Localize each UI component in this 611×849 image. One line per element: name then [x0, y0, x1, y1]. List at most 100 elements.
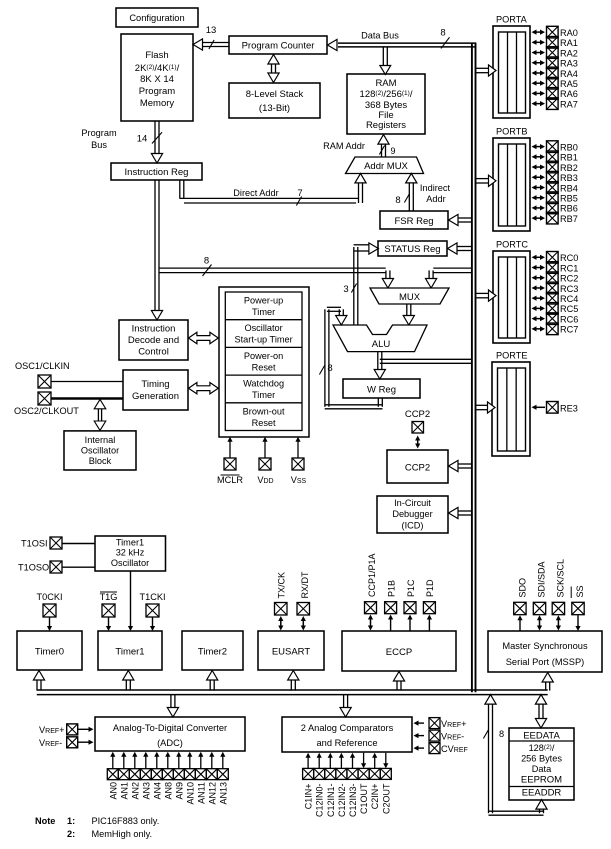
svg-text:Decode and: Decode and	[128, 335, 179, 346]
svg-text:P1C: P1C	[406, 579, 416, 597]
svg-text:RB7: RB7	[560, 214, 578, 224]
svg-text:RC3: RC3	[560, 284, 578, 294]
svg-text:Timer1: Timer1	[116, 538, 144, 548]
svg-text:Reset: Reset	[252, 362, 276, 372]
svg-text:Program Counter: Program Counter	[242, 41, 315, 52]
svg-text:256 Bytes: 256 Bytes	[521, 754, 562, 764]
svg-text:VSS: VSS	[291, 475, 307, 485]
svg-text:2:: 2:	[67, 829, 75, 839]
svg-text:EUSART: EUSART	[272, 647, 311, 658]
svg-text:32 kHz: 32 kHz	[116, 548, 145, 558]
svg-text:Oscillator: Oscillator	[111, 558, 149, 568]
svg-text:RAM: RAM	[375, 78, 396, 89]
svg-text:ECCP: ECCP	[386, 647, 412, 658]
svg-text:MCLR: MCLR	[217, 475, 243, 485]
svg-text:Memory: Memory	[140, 98, 175, 109]
svg-text:VREF+: VREF+	[39, 725, 65, 735]
svg-text:(ICD): (ICD)	[402, 521, 424, 531]
svg-text:CCP2: CCP2	[405, 463, 430, 474]
svg-text:PIC16F883 only.: PIC16F883 only.	[92, 816, 160, 826]
svg-text:(13-Bit): (13-Bit)	[259, 103, 290, 114]
svg-text:AN3: AN3	[141, 782, 151, 800]
svg-text:Indirect: Indirect	[420, 183, 451, 193]
svg-text:C2IN+: C2IN+	[370, 784, 380, 810]
svg-text:AN12: AN12	[207, 782, 217, 805]
svg-text:8: 8	[204, 256, 209, 267]
svg-text:C12IN3-: C12IN3-	[348, 784, 358, 818]
svg-text:C1IN+: C1IN+	[304, 784, 314, 810]
svg-text:8-Level Stack: 8-Level Stack	[246, 89, 304, 100]
svg-text:Control: Control	[138, 347, 169, 358]
svg-text:RB4: RB4	[560, 183, 578, 193]
svg-text:RA1: RA1	[560, 38, 578, 48]
svg-text:3: 3	[343, 284, 348, 295]
svg-text:VREF-: VREF-	[441, 731, 464, 741]
svg-text:RA4: RA4	[560, 69, 578, 79]
svg-text:SS: SS	[575, 585, 585, 597]
svg-text:C2OUT: C2OUT	[381, 783, 391, 814]
svg-text:Direct Addr: Direct Addr	[233, 188, 278, 198]
svg-text:RC7: RC7	[560, 325, 578, 335]
svg-text:MemHigh only.: MemHigh only.	[92, 829, 153, 839]
svg-text:TX/CK: TX/CK	[277, 572, 287, 599]
svg-text:RB6: RB6	[560, 204, 578, 214]
svg-text:OSC1/CLKIN: OSC1/CLKIN	[15, 361, 70, 371]
svg-text:RB5: RB5	[560, 194, 578, 204]
svg-text:C12IN1-: C12IN1-	[326, 784, 336, 818]
svg-text:Note: Note	[35, 816, 55, 826]
svg-text:Watchdog: Watchdog	[243, 379, 284, 389]
svg-text:Timer1: Timer1	[115, 647, 144, 658]
svg-text:Addr: Addr	[426, 194, 445, 204]
svg-text:Program: Program	[81, 128, 117, 138]
svg-text:PORTE: PORTE	[496, 351, 527, 361]
svg-text:Timer: Timer	[252, 390, 275, 400]
svg-text:PORTB: PORTB	[496, 127, 527, 137]
svg-text:File: File	[378, 110, 393, 121]
svg-text:RB1: RB1	[560, 153, 578, 163]
svg-text:VDD: VDD	[257, 475, 273, 485]
svg-text:AN13: AN13	[218, 782, 228, 805]
svg-text:13: 13	[206, 25, 217, 36]
svg-text:Oscillator: Oscillator	[244, 323, 282, 333]
svg-text:RB3: RB3	[560, 173, 578, 183]
svg-text:Internal: Internal	[85, 435, 116, 445]
svg-text:Brown-out: Brown-out	[243, 406, 285, 416]
svg-text:RB2: RB2	[560, 163, 578, 173]
svg-text:Instruction: Instruction	[132, 324, 176, 335]
svg-text:RC2: RC2	[560, 274, 578, 284]
svg-text:Timer: Timer	[252, 307, 275, 317]
svg-text:P1B: P1B	[386, 580, 396, 597]
svg-text:T1CKI: T1CKI	[139, 592, 165, 602]
svg-text:Timer0: Timer0	[35, 647, 64, 658]
svg-text:Debugger: Debugger	[392, 509, 432, 519]
svg-text:AN10: AN10	[185, 782, 195, 805]
svg-text:Analog-To-Digital Converter: Analog-To-Digital Converter	[113, 723, 227, 733]
svg-text:T1OSI: T1OSI	[21, 539, 48, 549]
svg-text:RC0: RC0	[560, 253, 578, 263]
svg-text:14: 14	[137, 134, 148, 145]
svg-text:Power-on: Power-on	[244, 351, 283, 361]
svg-text:EEDATA: EEDATA	[523, 730, 560, 741]
svg-text:SDI/SDA: SDI/SDA	[537, 561, 547, 597]
svg-text:Data Bus: Data Bus	[361, 31, 399, 41]
svg-text:RA6: RA6	[560, 89, 578, 99]
svg-text:1:: 1:	[67, 816, 75, 826]
svg-text:AN4: AN4	[152, 782, 162, 800]
svg-text:OSC2/CLKOUT: OSC2/CLKOUT	[14, 406, 79, 416]
svg-text:and Reference: and Reference	[317, 738, 378, 748]
svg-text:Timer2: Timer2	[198, 647, 227, 658]
svg-text:C12IN0-: C12IN0-	[315, 784, 325, 818]
svg-text:RA3: RA3	[560, 59, 578, 69]
svg-text:Registers: Registers	[366, 120, 406, 131]
svg-text:CVREF: CVREF	[441, 744, 468, 754]
svg-text:C12IN2-: C12IN2-	[337, 784, 347, 818]
svg-text:AN8: AN8	[163, 782, 173, 800]
svg-text:ALU: ALU	[372, 339, 391, 350]
svg-text:RC1: RC1	[560, 263, 578, 273]
svg-text:RB0: RB0	[560, 142, 578, 152]
svg-text:EEADDR: EEADDR	[522, 788, 562, 799]
svg-text:9: 9	[391, 146, 396, 156]
svg-text:(ADC): (ADC)	[157, 738, 183, 748]
svg-text:C1OUT: C1OUT	[359, 783, 369, 814]
svg-text:Master Synchronous: Master Synchronous	[502, 641, 588, 651]
